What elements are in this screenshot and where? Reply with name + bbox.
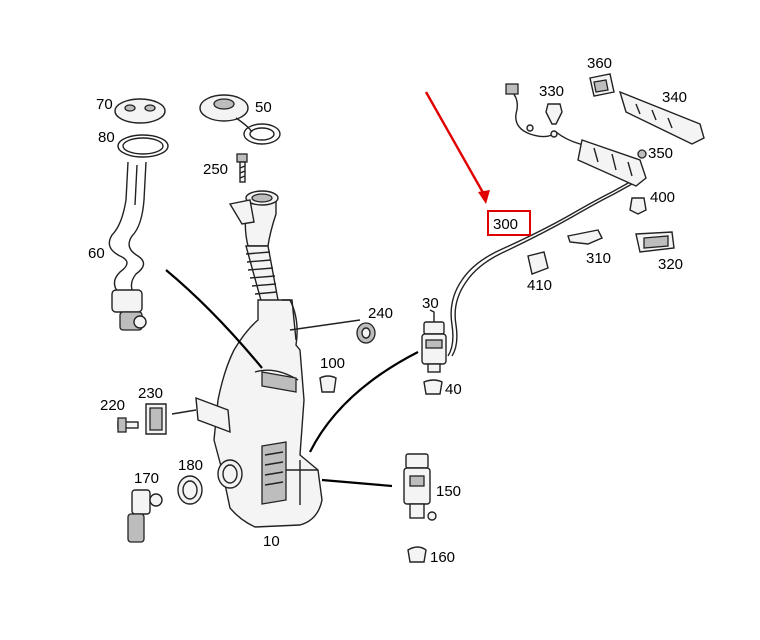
part-350-nozzle bbox=[577, 139, 647, 187]
label-230: 230 bbox=[138, 385, 163, 402]
label-70: 70 bbox=[96, 96, 113, 113]
wiring-harness bbox=[505, 83, 597, 151]
part-100-plug bbox=[319, 375, 337, 393]
part-400-clip bbox=[629, 197, 647, 215]
label-350: 350 bbox=[648, 145, 673, 162]
part-320-cover bbox=[635, 231, 675, 253]
label-150: 150 bbox=[436, 483, 461, 500]
part-230-bracket bbox=[145, 403, 167, 435]
part-40-grommet bbox=[423, 379, 443, 395]
part-330-clip bbox=[545, 103, 563, 125]
label-40: 40 bbox=[445, 381, 462, 398]
leader-arrows bbox=[165, 269, 419, 488]
part-340-bracket bbox=[618, 90, 705, 145]
part-180-grommet bbox=[177, 475, 203, 505]
label-360: 360 bbox=[587, 55, 612, 72]
label-10: 10 bbox=[263, 533, 280, 550]
part-170-sensor bbox=[127, 489, 163, 543]
part-240-grommet bbox=[356, 322, 376, 344]
label-250: 250 bbox=[203, 161, 228, 178]
label-160: 160 bbox=[430, 549, 455, 566]
part-220-screw bbox=[117, 417, 139, 433]
part-10-reservoir bbox=[171, 190, 361, 528]
part-310-clip bbox=[567, 229, 603, 245]
label-410: 410 bbox=[527, 277, 552, 294]
label-340: 340 bbox=[662, 89, 687, 106]
label-400: 400 bbox=[650, 189, 675, 206]
label-320: 320 bbox=[658, 256, 683, 273]
part-50-cap bbox=[199, 94, 281, 145]
part-80-seal bbox=[117, 134, 169, 158]
label-50: 50 bbox=[255, 99, 272, 116]
label-240: 240 bbox=[368, 305, 393, 322]
label-330: 330 bbox=[539, 83, 564, 100]
part-360-connector bbox=[589, 73, 615, 97]
part-410-plug bbox=[527, 251, 549, 275]
label-30: 30 bbox=[422, 295, 439, 312]
part-60-hose bbox=[108, 161, 147, 331]
label-300: 300 bbox=[493, 216, 518, 233]
part-160-grommet bbox=[407, 546, 427, 563]
label-80: 80 bbox=[98, 129, 115, 146]
label-180: 180 bbox=[178, 457, 203, 474]
part-30-pump bbox=[421, 309, 447, 373]
highlight-300 bbox=[424, 91, 531, 236]
part-300-hose bbox=[447, 181, 633, 357]
part-150-pump bbox=[403, 453, 437, 521]
part-250-bolt bbox=[236, 153, 248, 183]
label-100: 100 bbox=[320, 355, 345, 372]
label-170: 170 bbox=[134, 470, 159, 487]
label-60: 60 bbox=[88, 245, 105, 262]
label-310: 310 bbox=[586, 250, 611, 267]
label-220: 220 bbox=[100, 397, 125, 414]
part-70-grommet bbox=[114, 98, 166, 124]
